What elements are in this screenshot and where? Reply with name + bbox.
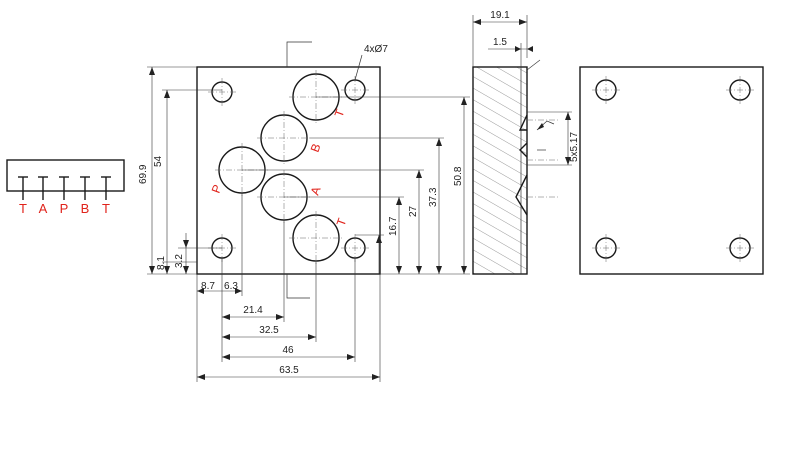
side-outline [472,66,528,275]
legend-box [6,159,125,192]
dim-54: 54 [153,155,164,167]
dim-27: 27 [408,205,419,217]
dim-19-1: 19.1 [490,10,510,21]
section-marker-bottom [286,274,310,299]
legend-port-b: B [81,201,90,216]
dim-69-9: 69.9 [138,164,149,184]
dim-16-7: 16.7 [388,216,399,236]
dim-32-5: 32.5 [259,325,279,336]
hole-callout: 4xØ7 [364,44,388,55]
front-view: 4xØ7 T B P A T 69.9 54 8.1 3.2 [138,41,470,382]
dim-1-5: 1.5 [493,37,507,48]
dim-6-3: 6.3 [224,281,238,292]
dim-thread: 5x5.17 [569,132,580,162]
dim-50-8: 50.8 [453,166,464,186]
front-plate-outline [196,66,381,275]
rear-plate-outline [579,66,764,275]
legend-port-t1: T [19,201,27,216]
port-label-b: B [308,142,324,154]
dim-37-3: 37.3 [428,187,439,207]
port-label-t-top: T [332,107,348,119]
dim-3-2: 3.2 [174,254,185,268]
dim-8-1: 8.1 [156,256,167,270]
legend-port-t2: T [102,201,110,216]
dim-46: 46 [282,345,294,356]
dim-8-7: 8.7 [201,281,215,292]
dim-63-5: 63.5 [279,365,299,376]
legend-port-a: A [39,201,48,216]
section-marker-top [286,41,312,67]
port-legend: T A P B T [6,159,125,216]
port-label-a: A [308,185,324,197]
side-view: 19.1 1.5 5x5.17 [472,10,580,275]
legend-port-p: P [60,201,69,216]
rear-view [579,66,764,275]
dim-21-4: 21.4 [243,305,263,316]
side-hatched-section [473,67,527,274]
port-label-p: P [209,183,225,195]
